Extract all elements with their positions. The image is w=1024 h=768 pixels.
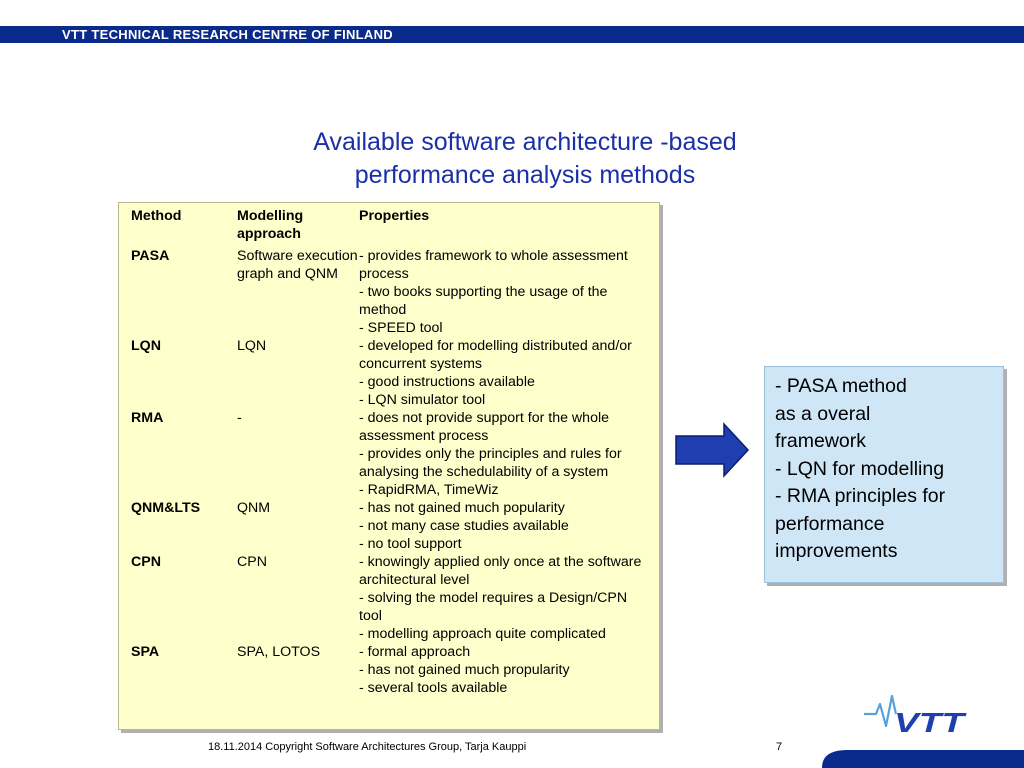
vtt-logo: VTT [864, 694, 968, 738]
property-item: - RapidRMA, TimeWiz [359, 482, 499, 498]
properties-cell: - does not provide support for the whole… [359, 409, 651, 499]
page-number: 7 [776, 741, 783, 753]
modelling-approach: - [237, 410, 242, 426]
header-bar: VTT TECHNICAL RESEARCH CENTRE OF FINLAND [0, 26, 1024, 43]
property-item: - not many case studies available [359, 518, 569, 534]
column-header-method: Method [131, 208, 182, 224]
method-name: PASA [131, 248, 170, 264]
table-row: QNM&LTS QNM - has not gained much populari… [131, 499, 651, 553]
slide-title: Available software architecture -based p… [250, 126, 800, 192]
method-name: SPA [131, 644, 160, 660]
properties-cell: - has not gained much popularity - not ma… [359, 499, 651, 553]
modelling-approach: LQN [237, 338, 267, 354]
summary-line: - LQN for modelling [775, 457, 945, 480]
property-item: - good instructions available [359, 374, 535, 390]
methods-table-box: Method Modelling approach Properties PAS… [118, 202, 660, 730]
modelling-approach: SPA, LOTOS [237, 644, 321, 660]
method-name: CPN [131, 554, 161, 570]
table-row: LQN LQN - developed for modelling distribu… [131, 337, 651, 409]
property-item: - several tools available [359, 680, 508, 696]
table-row: SPA SPA, LOTOS - formal approach - has not … [131, 643, 651, 697]
property-item: - has not gained much popularity [359, 500, 565, 516]
summary-line: - PASA method [775, 375, 907, 397]
summary-box: - PASA method as a overal framework - LQ… [764, 366, 1004, 583]
property-item: - does not provide support for the whole… [359, 410, 610, 444]
properties-cell: - provides framework to whole assessment… [359, 247, 651, 337]
summary-line: performance [775, 512, 885, 535]
property-item: - SPEED tool [359, 320, 443, 336]
slide-title-line-2: performance analysis methods [354, 161, 696, 189]
column-header-modelling-approach: Modelling approach [237, 208, 304, 242]
property-item: - has not gained much propularity [359, 662, 570, 678]
table-row: RMA - - does not provide support for the w… [131, 409, 651, 499]
table-row: PASA Software execution graph and QNM- pr… [131, 247, 651, 337]
modelling-approach: CPN [237, 554, 267, 570]
footer-copyright: 18.11.2014 Copyright Software Architectu… [208, 741, 527, 753]
table-row: CPN CPN - knowingly applied only once at t… [131, 553, 651, 643]
properties-cell: - developed for modelling distributed an… [359, 337, 651, 409]
property-item: - provides framework to whole assessment… [359, 248, 628, 282]
slide-title-line-1: Available software architecture -based [313, 128, 737, 156]
summary-line: - RMA principles for [775, 485, 946, 507]
property-item: - solving the model requires a Design/CP… [359, 590, 628, 624]
properties-cell: - knowingly applied only once at the sof… [359, 553, 651, 643]
property-item: - no tool support [359, 536, 462, 552]
corner-decoration [822, 750, 1024, 768]
methods-table: Method Modelling approach Properties PAS… [131, 207, 651, 697]
property-item: - modelling approach quite complicated [359, 626, 606, 642]
vtt-logo-text: VTT [894, 707, 968, 738]
property-item: - knowingly applied only once at the sof… [359, 554, 642, 588]
property-item: - formal approach [359, 644, 471, 660]
method-name: QNM&LTS [131, 500, 201, 516]
modelling-approach: Software execution graph and QNM [237, 248, 358, 282]
property-item: - provides only the principles and rules… [359, 446, 622, 480]
property-item: - LQN simulator tool [359, 392, 486, 408]
organization-name: VTT TECHNICAL RESEARCH CENTRE OF FINLAND [62, 27, 393, 42]
summary-line: framework [775, 430, 867, 452]
summary-line: as a overal [775, 402, 871, 425]
modelling-approach: QNM [237, 500, 271, 516]
method-name: LQN [131, 338, 161, 354]
method-name: RMA [131, 410, 164, 426]
property-item: - two books supporting the usage of the … [359, 284, 608, 318]
table-header-row: Method Modelling approach Properties [131, 207, 651, 247]
column-header-properties: Properties [359, 208, 430, 224]
property-item: - developed for modelling distributed an… [359, 338, 632, 372]
right-arrow-icon [675, 422, 750, 478]
properties-cell: - formal approach - has not gained much p… [359, 643, 651, 697]
summary-line: improvements [775, 540, 898, 562]
